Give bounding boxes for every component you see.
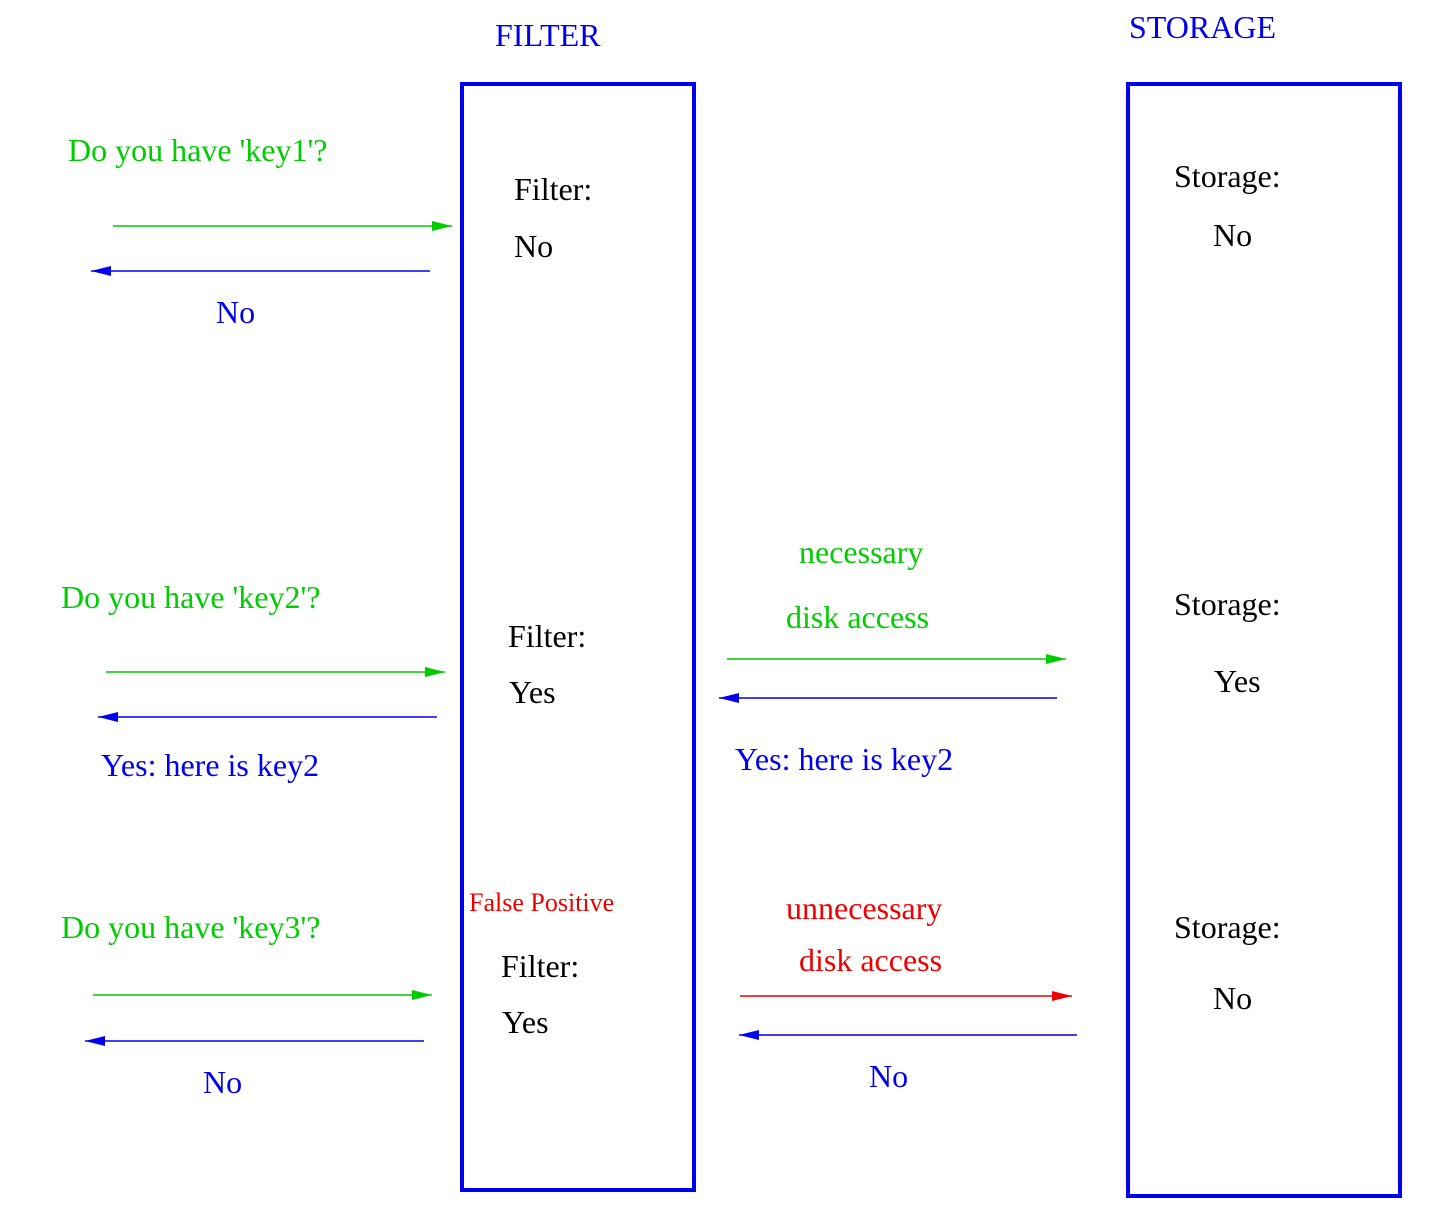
filter-label-key2: Filter: xyxy=(508,618,586,654)
storage-reply-key3: No xyxy=(869,1058,908,1094)
client-reply-key2: Yes: here is key2 xyxy=(101,747,319,783)
filter-answer-key3: Yes xyxy=(502,1004,549,1040)
storage-header: STORAGE xyxy=(1129,9,1276,45)
false-positive-label: False Positive xyxy=(469,888,614,917)
access-label-key2-line2: disk access xyxy=(786,599,929,635)
storage-answer-key1: No xyxy=(1213,217,1252,253)
storage-answer-key2: Yes xyxy=(1214,663,1261,699)
access-label-key2-line1: necessary xyxy=(799,534,923,570)
filter-label-key3: Filter: xyxy=(501,948,579,984)
question-key3: Do you have 'key3'? xyxy=(61,909,320,945)
question-key2: Do you have 'key2'? xyxy=(61,579,320,615)
filter-header: FILTER xyxy=(495,17,601,53)
storage-label-key3: Storage: xyxy=(1174,909,1281,945)
filter-label-key1: Filter: xyxy=(514,171,592,207)
client-reply-key1: No xyxy=(216,294,255,330)
storage-box xyxy=(1126,82,1402,1198)
access-label-key3-line1: unnecessary xyxy=(786,890,942,926)
question-key1: Do you have 'key1'? xyxy=(68,132,327,168)
client-reply-key3: No xyxy=(203,1064,242,1100)
storage-answer-key3: No xyxy=(1213,980,1252,1016)
storage-label-key2: Storage: xyxy=(1174,586,1281,622)
filter-answer-key1: No xyxy=(514,228,553,264)
filter-box xyxy=(460,82,696,1192)
storage-label-key1: Storage: xyxy=(1174,158,1281,194)
storage-reply-key2: Yes: here is key2 xyxy=(735,741,953,777)
filter-answer-key2: Yes xyxy=(509,674,556,710)
access-label-key3-line2: disk access xyxy=(799,942,942,978)
